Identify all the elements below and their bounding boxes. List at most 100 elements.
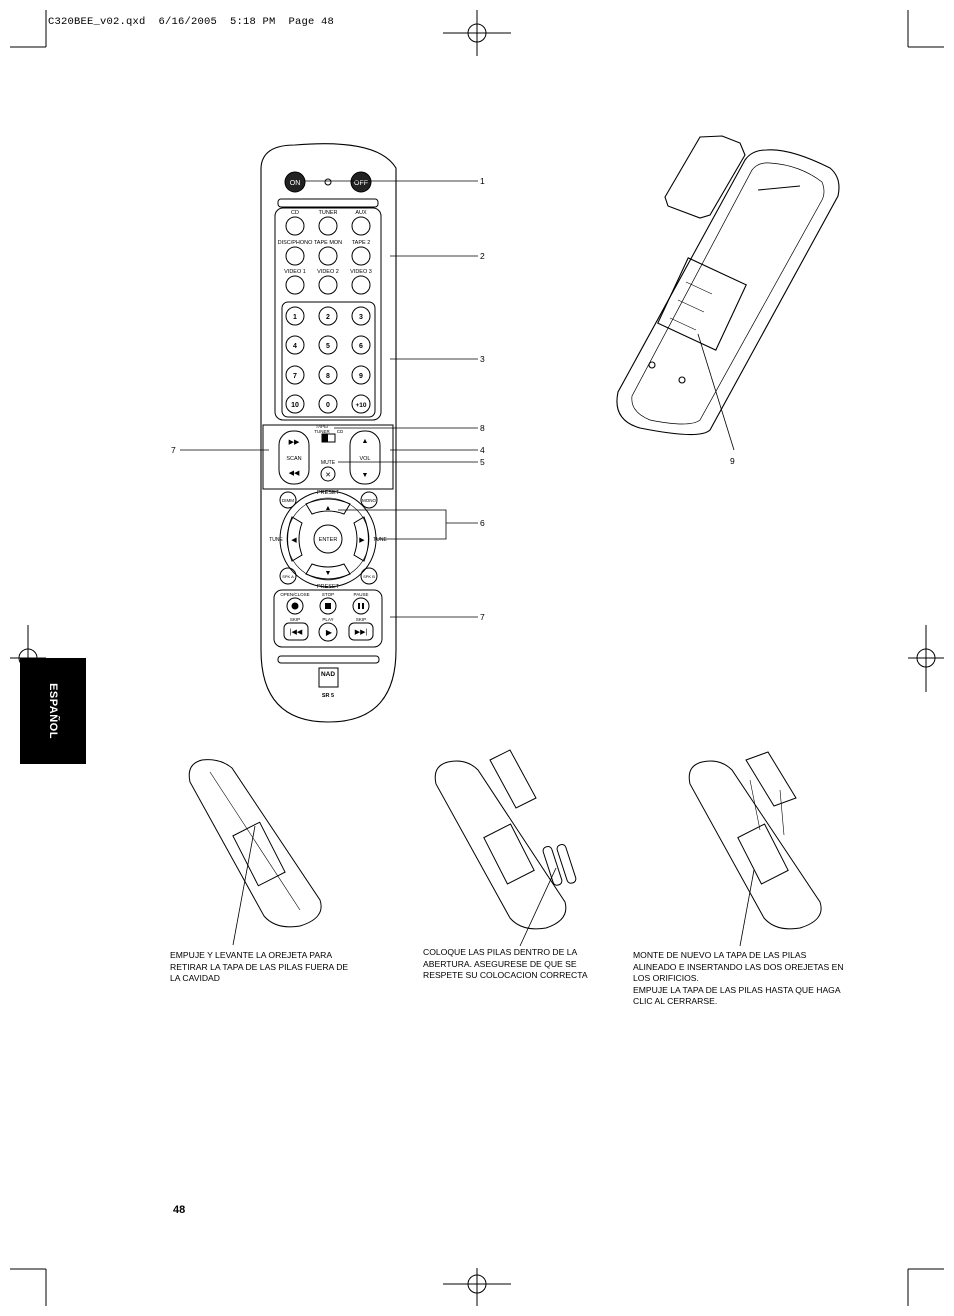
stop-button[interactable]	[319, 597, 337, 615]
num-button-2[interactable]	[318, 306, 338, 326]
num-label-5: 5	[326, 343, 330, 350]
scan-down-icon: ◀◀	[289, 470, 300, 477]
pause-icon-bar	[362, 603, 364, 609]
skip-forward-button[interactable]	[348, 622, 374, 641]
num-label-6: 6	[359, 343, 363, 350]
nad-logo	[318, 667, 339, 688]
source-button-tuner[interactable]	[318, 216, 338, 236]
caption-step-2-text: COLOQUE LAS PILAS DENTRO DE LA ABERTURA.…	[423, 947, 588, 981]
vol-rocker[interactable]	[349, 430, 381, 485]
preset-up-button[interactable]	[305, 498, 351, 515]
on-button[interactable]	[284, 171, 306, 193]
tune-left-button[interactable]	[287, 516, 303, 562]
spk-a-button[interactable]	[279, 567, 297, 585]
callout-6: 6	[480, 518, 485, 528]
model-label: SR 5	[322, 693, 334, 699]
step3-illustration	[688, 751, 822, 947]
bottom-slot	[277, 655, 380, 664]
language-tab: ESPAÑOL	[20, 658, 86, 764]
skip-forward-icon: ▶▶|	[355, 629, 368, 636]
num-button-5[interactable]	[318, 335, 338, 355]
vol-up-icon: ▲	[362, 438, 369, 445]
skip-back-button[interactable]	[283, 622, 309, 641]
source-button-disc-phono[interactable]	[285, 246, 305, 266]
dimmer-button[interactable]	[279, 491, 297, 509]
preset-down-button[interactable]	[305, 563, 351, 580]
spk-a-label: SPK A	[282, 574, 294, 579]
caption-step-3-line-1: MONTE DE NUEVO LA TAPA DE LAS PILAS ALIN…	[633, 950, 844, 984]
source-group-frame	[274, 207, 382, 421]
num-button-7[interactable]	[285, 365, 305, 385]
callout-5: 5	[480, 457, 485, 467]
source-label-tuner: TUNER	[319, 210, 338, 216]
num-button-3[interactable]	[351, 306, 371, 326]
play-button[interactable]	[318, 622, 338, 642]
source-button-tape-2[interactable]	[351, 246, 371, 266]
source-button-video-3[interactable]	[351, 275, 371, 295]
num-button-plus10[interactable]	[351, 394, 371, 414]
num-button-1[interactable]	[285, 306, 305, 326]
transport-frame	[273, 589, 383, 648]
num-button-8[interactable]	[318, 365, 338, 385]
num-button-6[interactable]	[351, 335, 371, 355]
callout-2: 2	[480, 251, 485, 261]
skip-forward-label: SKIP	[356, 617, 366, 622]
control-band-frame	[262, 424, 394, 490]
source-button-aux[interactable]	[351, 216, 371, 236]
num-button-9[interactable]	[351, 365, 371, 385]
spk-b-label: SPK B	[363, 574, 375, 579]
num-label-plus10: +10	[355, 402, 366, 409]
mute-label: MUTE	[321, 460, 336, 466]
preset-up-icon: ▲	[325, 505, 332, 512]
caption-step-3-line-2: EMPUJE LA TAPA DE LAS PILAS HASTA QUE HA…	[633, 984, 841, 1007]
preset-label-top: PRESET	[317, 490, 340, 496]
num-button-0[interactable]	[318, 394, 338, 414]
page-number: 48	[173, 1204, 186, 1216]
vol-control: ▲ VOL ▼	[349, 430, 381, 485]
source-button-video-1[interactable]	[285, 275, 305, 295]
source-label-disc-phono: DISC/PHONO	[278, 240, 314, 246]
tune-right-label: TUNE	[373, 537, 387, 543]
step2-illustration	[434, 749, 577, 947]
vol-down-icon: ▼	[362, 472, 369, 479]
tune-right-icon: ▶	[359, 537, 365, 544]
open-close-label: OPEN/CLOSE	[280, 592, 309, 597]
spk-b-button[interactable]	[360, 567, 378, 585]
transport-buttons: OPEN/CLOSE STOP PAUSE SKIP PLAY SKIP |◀◀…	[280, 592, 374, 642]
skip-back-label: SKIP	[290, 617, 300, 622]
mono-button[interactable]	[360, 491, 378, 509]
play-label: PLAY	[322, 617, 333, 622]
tune-right-button[interactable]	[353, 516, 369, 562]
dimmer-label: DIMM	[282, 498, 294, 503]
num-button-10[interactable]	[285, 394, 305, 414]
scan-label: SCAN	[286, 456, 301, 462]
tune-left-label: TUNE	[269, 537, 283, 543]
callout-7-scan: 7	[171, 445, 176, 455]
vol-label: VOL	[359, 456, 370, 462]
source-buttons: CD TUNER AUX DISC/PHONO TAPE MON TAPE 2 …	[278, 210, 372, 295]
on-label: ON	[290, 180, 301, 187]
source-button-video-2[interactable]	[318, 275, 338, 295]
mono-label: MONO	[362, 498, 376, 503]
record-icon	[291, 602, 299, 610]
mute-button[interactable]	[320, 466, 336, 482]
num-label-8: 8	[326, 373, 330, 380]
num-label-4: 4	[293, 343, 297, 350]
scan-rocker[interactable]	[278, 430, 310, 485]
step1-illustration	[188, 759, 322, 946]
source-button-tape-mon[interactable]	[318, 246, 338, 266]
enter-button[interactable]	[313, 524, 343, 554]
switch-label-tuner: TUNER	[314, 429, 330, 434]
scan-up-icon: ▶▶	[289, 439, 300, 446]
nad-logo-text: NAD	[321, 671, 335, 678]
open-close-button[interactable]	[286, 597, 304, 615]
pause-label: PAUSE	[354, 592, 369, 597]
off-button[interactable]	[350, 171, 372, 193]
switch-label-top: TAPE/	[316, 424, 329, 429]
num-button-4[interactable]	[285, 335, 305, 355]
preset-down-icon: ▼	[325, 570, 332, 577]
source-button-cd[interactable]	[285, 216, 305, 236]
pause-button[interactable]	[352, 597, 370, 615]
callout-4: 4	[480, 445, 485, 455]
